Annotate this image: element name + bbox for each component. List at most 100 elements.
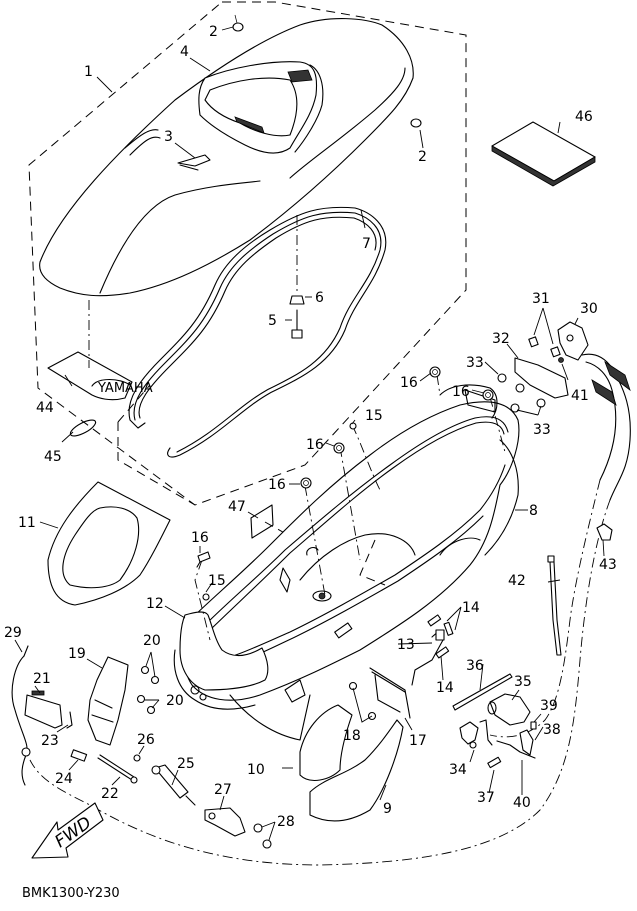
callout-40[interactable]: 40 [513,795,531,811]
switch-34[interactable] [459,719,493,749]
callout-37[interactable]: 37 [477,790,495,806]
rubber-band[interactable] [68,417,97,439]
callout-24[interactable]: 24 [55,771,73,787]
callout-13[interactable]: 13 [397,637,415,653]
callout-14[interactable]: 14 [462,600,480,616]
callout-14[interactable]: 14 [436,680,454,696]
hinge-13[interactable] [411,629,445,686]
callout-19[interactable]: 19 [68,646,86,662]
bolt-16c[interactable] [333,442,345,454]
callout-10[interactable]: 10 [247,762,265,778]
cable-29[interactable] [11,645,31,786]
callout-35[interactable]: 35 [514,674,532,690]
callout-7[interactable]: 7 [362,236,371,252]
cable-tie-42[interactable] [547,555,562,656]
bolt-16a[interactable] [429,366,441,378]
seal[interactable] [128,206,387,458]
bolt-39[interactable] [530,721,537,730]
bolts-20[interactable] [136,665,160,715]
actuator-35[interactable] [487,693,531,726]
callout-5[interactable]: 5 [268,313,277,329]
screw-37[interactable] [487,756,502,769]
callout-6[interactable]: 6 [315,290,324,306]
callout-21[interactable]: 21 [33,671,51,687]
callout-42[interactable]: 42 [508,573,526,589]
owners-manual[interactable] [491,121,596,187]
callout-39[interactable]: 39 [540,698,558,714]
callout-38[interactable]: 38 [543,722,561,738]
callout-9[interactable]: 9 [383,801,392,817]
seat-lock-cables[interactable] [581,353,631,501]
bracket-38[interactable] [519,729,534,756]
callout-20[interactable]: 20 [166,693,184,709]
callout-26[interactable]: 26 [137,732,155,748]
lock-21[interactable] [24,690,63,729]
document-holder[interactable]: YAMAHA [47,351,153,401]
callout-16[interactable]: 16 [400,375,418,391]
callout-46[interactable]: 46 [575,109,593,125]
plate-17[interactable] [369,667,411,719]
callout-27[interactable]: 27 [214,782,232,798]
callout-43[interactable]: 43 [599,557,617,573]
callout-4[interactable]: 4 [180,44,189,60]
callout-12[interactable]: 12 [146,596,164,612]
clamp-43[interactable] [596,523,613,541]
cable-tie-36[interactable] [452,673,513,711]
seat[interactable] [39,18,414,297]
mat-10[interactable] [299,704,353,781]
grommet-15b[interactable] [202,593,210,601]
callout-32[interactable]: 32 [492,331,510,347]
bolt-16e[interactable] [196,551,211,568]
callout-8[interactable]: 8 [529,503,538,519]
bolts-31[interactable] [528,336,561,358]
callout-2[interactable]: 2 [418,149,427,165]
bolt-26[interactable] [133,754,141,762]
callout-18[interactable]: 18 [343,728,361,744]
mat-11[interactable] [47,481,171,606]
emblem[interactable] [177,154,211,171]
callout-29[interactable]: 29 [4,625,22,641]
callout-23[interactable]: 23 [41,733,59,749]
callout-33[interactable]: 33 [533,422,551,438]
damper-right[interactable] [410,118,422,128]
callout-22[interactable]: 22 [101,786,119,802]
callout-45[interactable]: 45 [44,449,62,465]
callout-16[interactable]: 16 [452,384,470,400]
bolts-28[interactable] [253,823,272,849]
callout-47[interactable]: 47 [228,499,246,515]
callout-36[interactable]: 36 [466,658,484,674]
grommet-15a[interactable] [349,422,357,430]
bolt[interactable] [291,309,303,339]
damper-25[interactable] [151,764,196,806]
callout-3[interactable]: 3 [164,129,173,145]
bracket-27[interactable] [204,807,246,837]
callout-31[interactable]: 31 [532,291,550,307]
callout-17[interactable]: 17 [409,733,427,749]
callout-15[interactable]: 15 [365,408,383,424]
caution-label[interactable] [250,504,274,539]
nut-41[interactable] [558,357,564,363]
callout-28[interactable]: 28 [277,814,295,830]
storage-box[interactable] [182,384,520,741]
callout-11[interactable]: 11 [18,515,36,531]
callout-16[interactable]: 16 [268,477,286,493]
damper-top[interactable] [232,14,244,32]
callout-15[interactable]: 15 [208,573,226,589]
callout-33[interactable]: 33 [466,355,484,371]
callout-20[interactable]: 20 [143,633,161,649]
callout-2[interactable]: 2 [209,24,218,40]
bolt-16b[interactable] [482,389,494,401]
front-cover[interactable] [179,611,269,691]
callout-25[interactable]: 25 [177,756,195,772]
callout-1[interactable]: 1 [84,64,93,80]
callout-44[interactable]: 44 [36,400,54,416]
mat-9[interactable] [309,719,404,822]
seat-lock-30[interactable] [557,321,589,361]
nut[interactable] [289,295,305,305]
bracket-19[interactable] [87,656,129,746]
clip-23[interactable] [66,711,73,729]
bracket-32[interactable] [514,357,569,399]
cable-40[interactable] [496,740,536,759]
callout-34[interactable]: 34 [449,762,467,778]
callout-16[interactable]: 16 [191,530,209,546]
